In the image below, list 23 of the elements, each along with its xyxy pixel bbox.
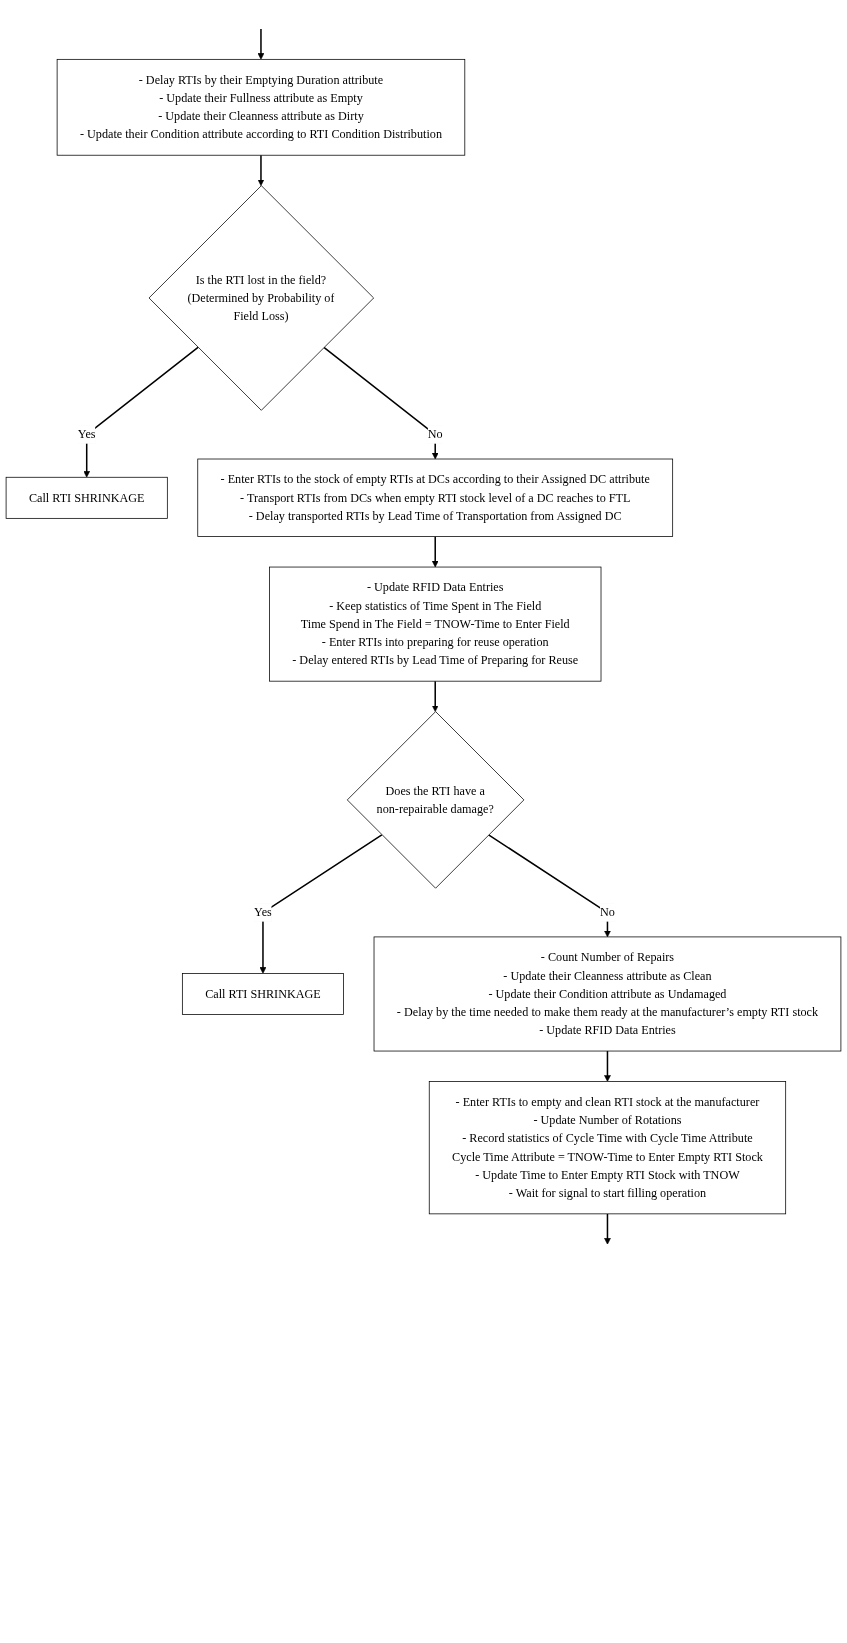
- node-diamond: Is the RTI lost in the field? (Determined by Probability of Field Loss): [148, 185, 375, 411]
- node-box: Call RTI SHRINKAGE: [5, 476, 168, 519]
- arrow: [431, 680, 439, 712]
- edge-label: No: [427, 427, 443, 441]
- arrow: [83, 346, 199, 478]
- node-box: - Enter RTIs to the stock of empty RTIs at DCs according to their Assigned DC attribute - Transport RTIs from DCs when empty RTI stock level of a DC reaches to FTL - Delay transported RTIs by Lead Time of Transportation from Assigned DC: [197, 458, 674, 537]
- arrow: [431, 535, 439, 568]
- node-box: - Update RFID Data Entries - Keep statistics of Time Spent in The Field Time Spend in The Field = TNOW-Time to Enter Field - Enter RTIs into preparing for reuse operation - Delay entered RTIs by Lead Time of Preparing for Reuse: [269, 566, 602, 682]
- arrow: [257, 154, 265, 186]
- node-box: Call RTI SHRINKAGE: [181, 973, 344, 1015]
- arrow: [257, 28, 265, 60]
- arrow: [604, 1213, 611, 1245]
- arrow: [259, 834, 383, 974]
- edge-label: Yes: [77, 427, 96, 441]
- arrow: [604, 1050, 611, 1082]
- edge-label: No: [600, 905, 615, 919]
- node-box: - Enter RTIs to empty and clean RTI stock at the manufacturer - Update Number of Rotations - Record statistics of Cycle Time with Cycle Time Attribute Cycle Time Attribute = TNOW-Time to Enter Empty RTI Stock - Update Time to Enter Empty RTI Stock with TNOW - Wait for signal to start filling operation: [428, 1081, 787, 1215]
- arrow: [487, 834, 611, 938]
- edge-label: Yes: [254, 905, 272, 919]
- arrow: [323, 346, 439, 460]
- node-box: - Count Number of Repairs - Update their Cleanness attribute as Clean - Update their Condition attribute as Undamaged - Delay by the time needed to make them ready at the manufacturer’s empty RTI stock - Update RFID Data Entries: [373, 936, 842, 1052]
- node-box: - Delay RTIs by their Emptying Duration attribute - Update their Fullness attribute as Empty - Update their Cleanness attribute as Dirty - Update their Condition attribute according to RTI Condition Distribution: [56, 58, 466, 156]
- node-diamond: Does the RTI have a non-repairable damage?: [346, 711, 525, 889]
